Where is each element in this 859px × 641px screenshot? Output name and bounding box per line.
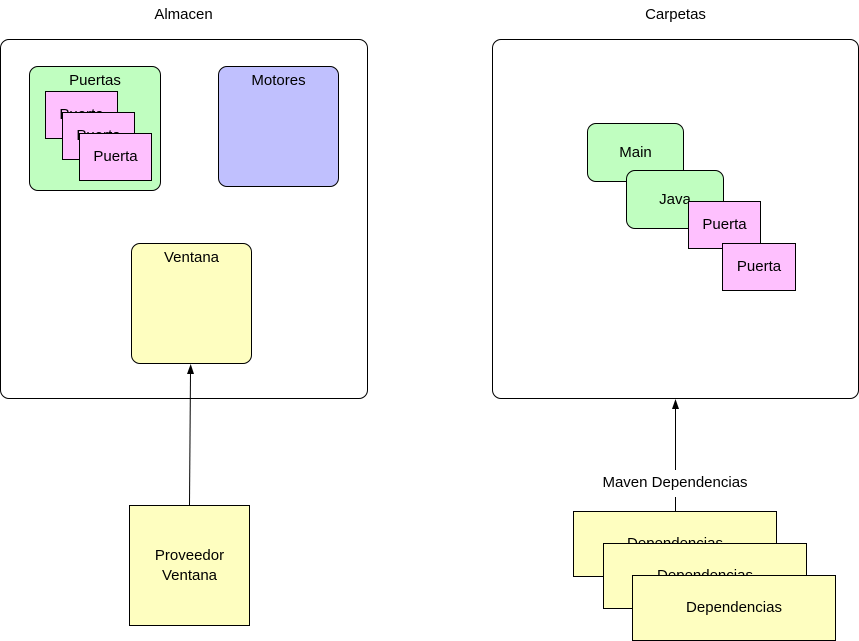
puerta-node[interactable]: Puerta xyxy=(722,243,796,291)
ventana-label: Ventana xyxy=(163,249,220,266)
proveedor-ventana-label: Proveedor Ventana xyxy=(130,506,249,625)
puerta-node-label: Puerta xyxy=(702,216,747,233)
main-label: Main xyxy=(619,143,652,161)
connector-maven-to-carpetas[interactable] xyxy=(672,399,679,511)
arrowhead-icon xyxy=(672,399,679,409)
java-label: Java xyxy=(659,190,691,208)
puerta-node-label: Puerta xyxy=(736,258,782,275)
dependencias-label: Dependencias xyxy=(686,599,782,616)
motores-label: Motores xyxy=(251,72,306,89)
carpetas-title: Carpetas xyxy=(645,6,706,23)
maven-dependencias-label: Maven Dependencias xyxy=(575,474,775,492)
ventana-node[interactable]: Ventana xyxy=(131,243,252,364)
proveedor-ventana-label-line1: Proveedor xyxy=(154,546,225,564)
puerta-node-label: Puerta xyxy=(93,148,138,165)
puerta-node[interactable]: Puerta xyxy=(688,201,761,249)
puertas-group-label: Puertas xyxy=(69,72,121,89)
almacen-title: Almacen xyxy=(154,6,213,23)
proveedor-ventana-label-line2: Ventana xyxy=(161,566,218,584)
proveedor-ventana-node[interactable]: Proveedor Ventana xyxy=(129,505,250,626)
motores-node[interactable]: Motores xyxy=(218,66,339,187)
puerta-node[interactable]: Puerta xyxy=(79,133,152,181)
dependencias-node[interactable]: Dependencias xyxy=(632,575,836,641)
